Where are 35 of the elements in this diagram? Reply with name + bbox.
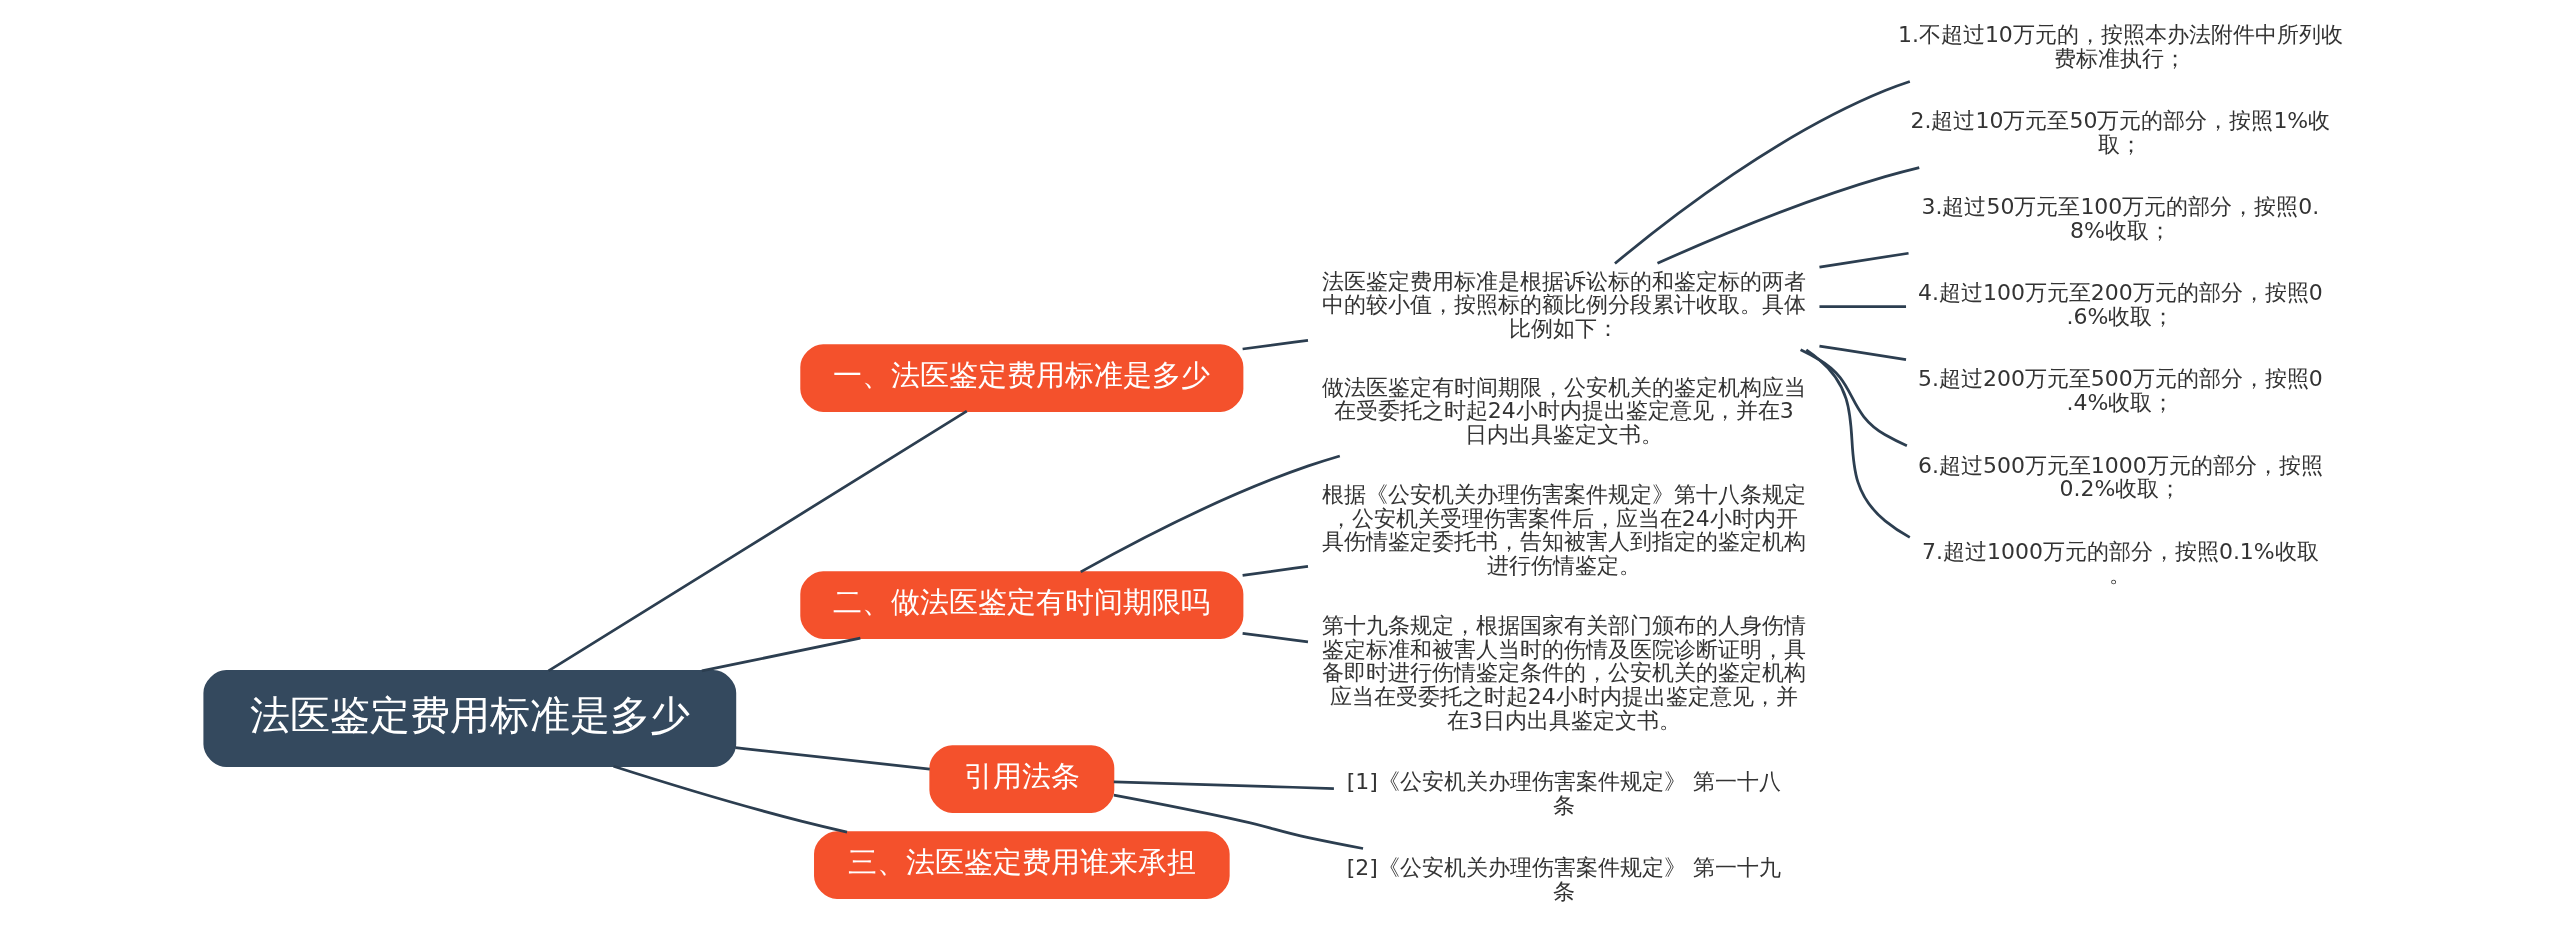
connector [613, 764, 848, 834]
node-box: 一、法医鉴定费用标准是多少 [800, 344, 1244, 412]
connector [1819, 344, 1907, 361]
node-box: 三、法医鉴定费用谁来承担 [814, 831, 1230, 899]
node-text: 6.超过500万元至1000万元的部分，按照0.2%收取； [1917, 452, 2323, 502]
node-text: 第十九条规定，根据国家有关部门颁布的人身伤情鉴定标准和被害人当时的伤情及医院诊断证明，具备即时进行伤情鉴定条件的，公安机关的鉴定机构应当在受委托之时起24小时内提出鉴定意见，并在3日内出具鉴定文书。 [1321, 612, 1806, 733]
node-box: 引用法条 [929, 745, 1115, 813]
node-text: 做法医鉴定有时间期限，公安机关的鉴定机构应当在受委托之时起24小时内提出鉴定意见，并在3日内出具鉴定文书。 [1321, 374, 1806, 448]
connector [1819, 251, 1909, 269]
connector [1614, 80, 1911, 265]
node-text: 7.超过1000万元的部分，按照0.1%收取。 [1922, 538, 2319, 588]
connector [1819, 305, 1907, 308]
node-text: 根据《公安机关办理伤害案件规定》第十八条规定，公安机关受理伤害案件后，应当在24小时内开具伤情鉴定委托书，告知被害人到指定的鉴定机构进行伤情鉴定。 [1321, 481, 1806, 579]
node-box: 法医鉴定费用标准是多少 [203, 670, 737, 768]
connector [1113, 793, 1364, 850]
node-text: 1.不超过10万元的，按照本办法附件中所列收费标准执行； [1897, 22, 2343, 72]
connector [1242, 565, 1309, 577]
connector [547, 409, 968, 673]
connector [1800, 348, 1908, 447]
connector [1113, 780, 1334, 790]
connector [701, 636, 861, 673]
connector [1656, 166, 1920, 265]
node-text: 4.超过100万元至200万元的部分，按照0.6%收取； [1917, 280, 2323, 330]
node-text: [1]《公安机关办理伤害案件规定》 第一十八条 [1346, 769, 1781, 819]
connector [1242, 632, 1309, 644]
node-text: [2]《公安机关办理伤害案件规定》 第一十九条 [1346, 855, 1781, 905]
node-text: 5.超过200万元至500万元的部分，按照0.4%收取； [1917, 366, 2323, 416]
node-text: 2.超过10万元至50万元的部分，按照1%收取； [1910, 108, 2331, 158]
connector [1242, 338, 1309, 351]
connector [1805, 348, 1911, 539]
connector [735, 746, 930, 771]
node-text: 法医鉴定费用标准是根据诉讼标的和鉴定标的两者中的较小值，按照标的额比例分段累计收取。具体比例如下： [1321, 268, 1806, 342]
connector [1080, 454, 1341, 574]
node-text: 3.超过50万元至100万元的部分，按照0.8%收取； [1921, 194, 2320, 244]
node-box: 二、做法医鉴定有时间期限吗 [800, 571, 1244, 639]
